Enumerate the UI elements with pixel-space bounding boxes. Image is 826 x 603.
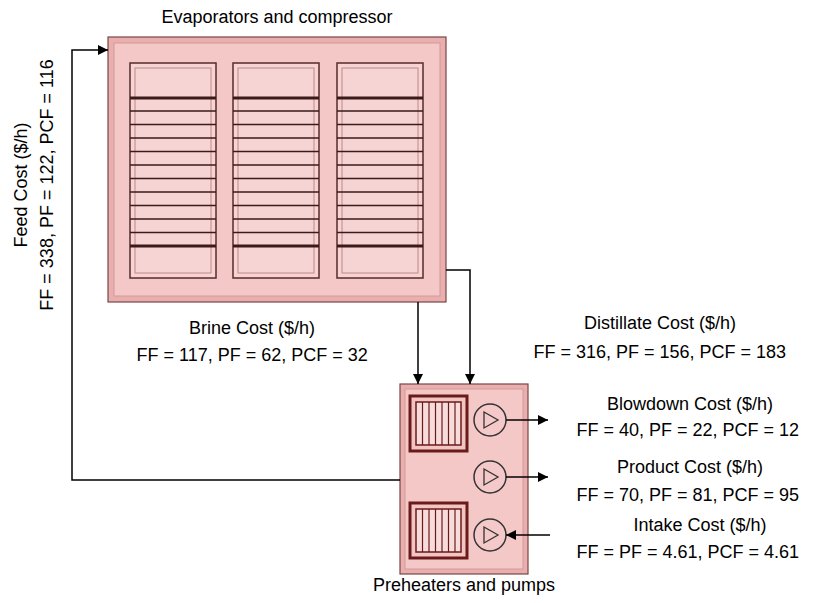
cost-label: Brine Cost ($/h) [189, 318, 315, 338]
equipment-heading: Preheaters and pumps [373, 575, 555, 595]
evaporator-housing [108, 37, 446, 302]
stream-arrows [506, 420, 550, 535]
cost-label: FF = 338, PF = 122, PCF = 116 [36, 59, 56, 310]
cost-label: FF = 117, PF = 62, PCF = 32 [137, 345, 368, 365]
cost-label: FF = PF = 4.61, PCF = 4.61 [577, 542, 800, 562]
stream-line [72, 50, 400, 480]
cost-label: FF = 40, PF = 22, PCF = 12 [577, 420, 800, 440]
stream-line [446, 270, 470, 384]
cost-label: Feed Cost ($/h) [10, 122, 30, 247]
equipment-box: Evaporators and compressor [108, 37, 446, 302]
cost-label: FF = 316, PF = 156, PCF = 183 [534, 342, 787, 362]
equipment-box: Preheaters and pumps [400, 384, 528, 574]
cost-label: Blowdown Cost ($/h) [607, 394, 773, 414]
stream-line [417, 302, 419, 384]
cost-label: Intake Cost ($/h) [634, 515, 767, 535]
equipment-heading: Evaporators and compressor [161, 7, 392, 27]
cost-label: FF = 70, PF = 81, PCF = 95 [577, 485, 800, 505]
preheater-housing [400, 384, 528, 574]
cost-label: Product Cost ($/h) [617, 457, 763, 477]
cost-label: Distillate Cost ($/h) [584, 313, 736, 333]
